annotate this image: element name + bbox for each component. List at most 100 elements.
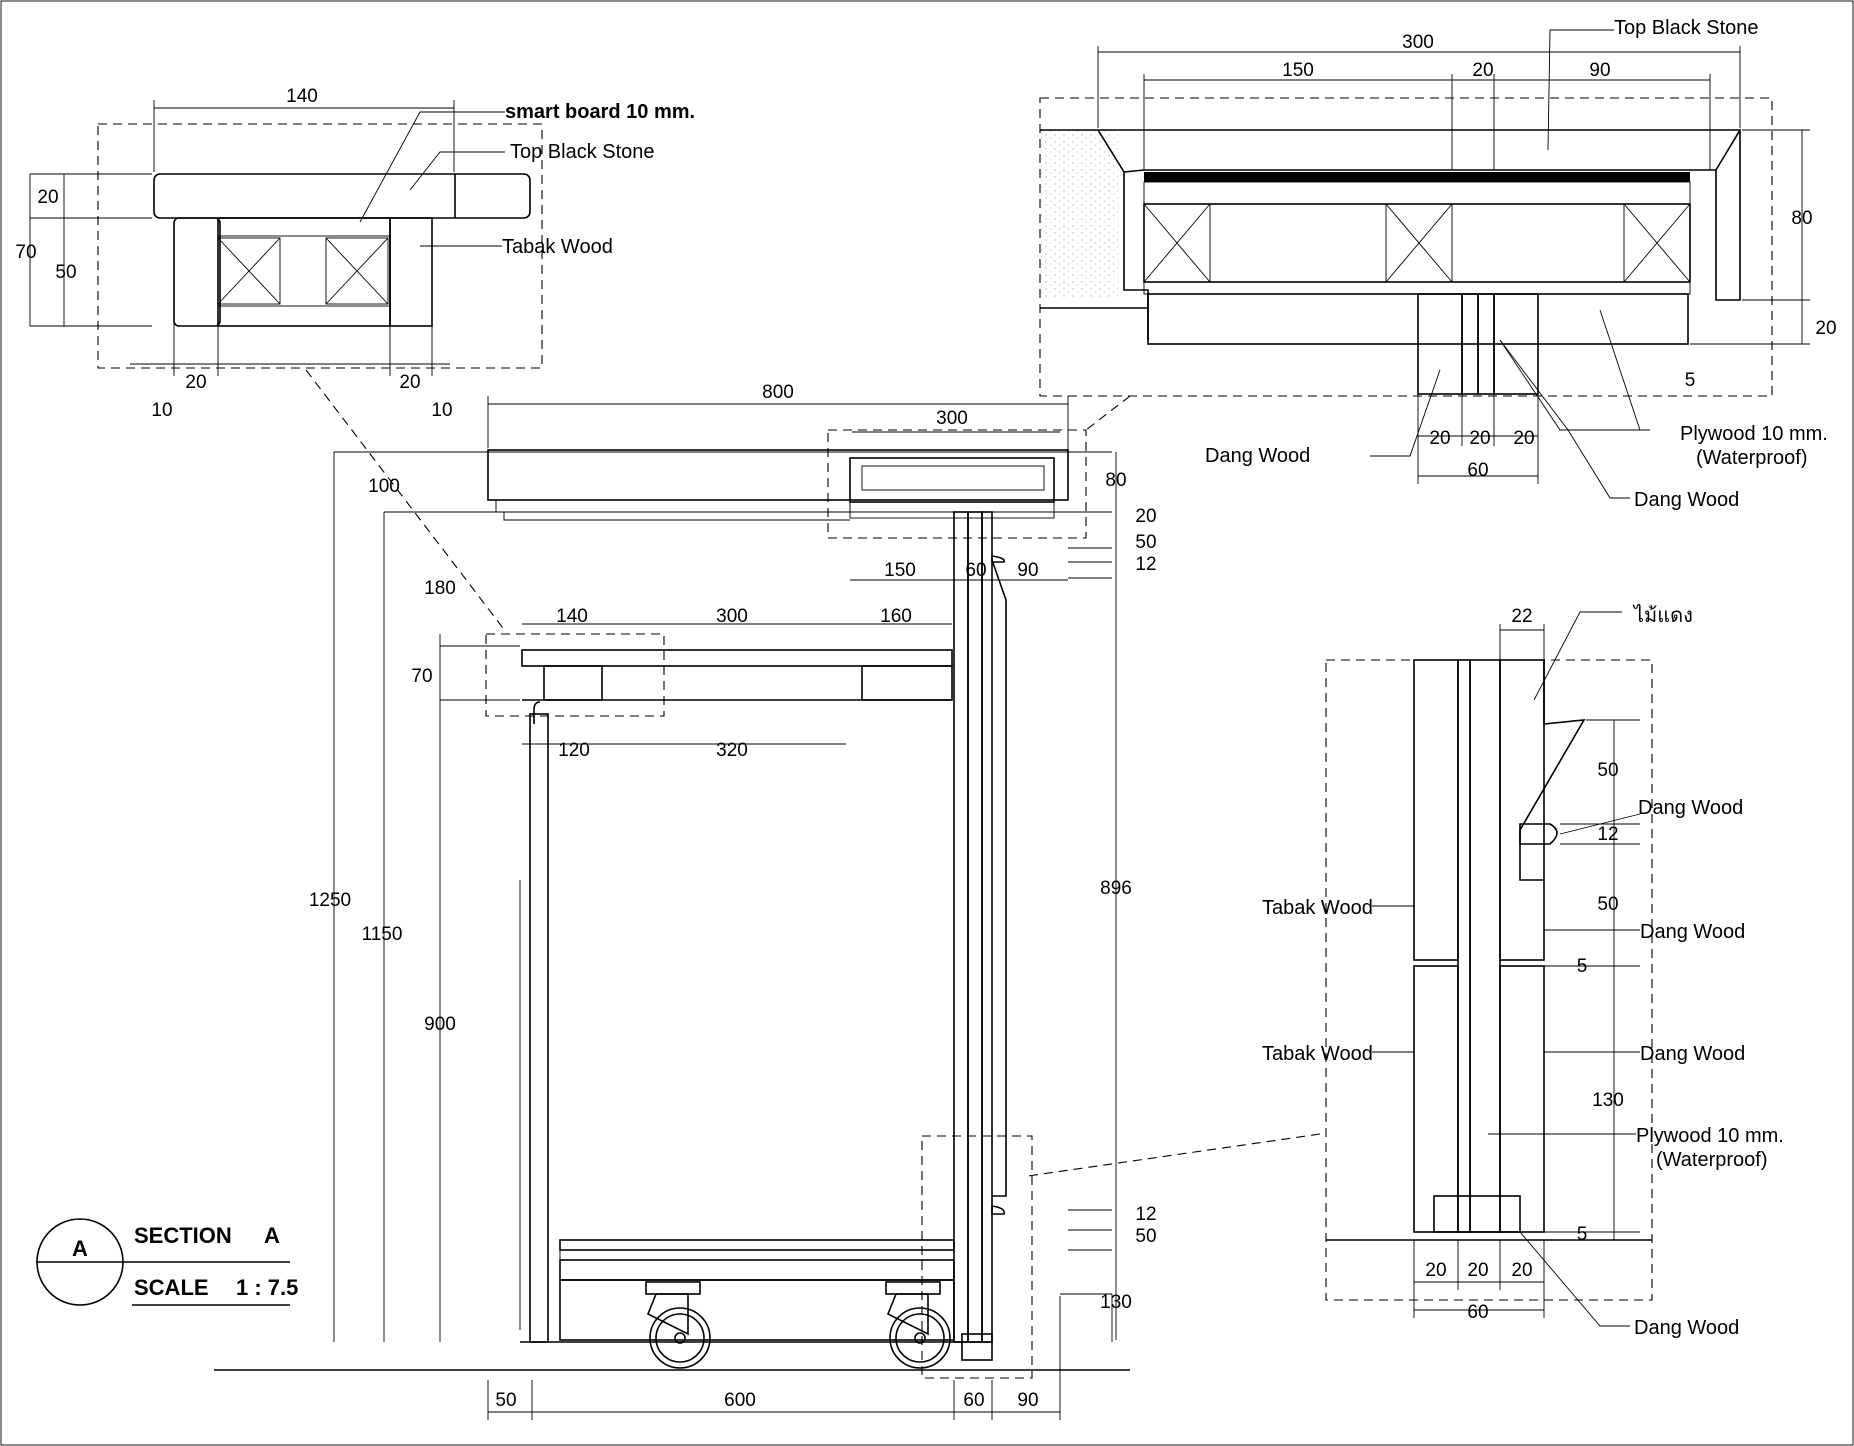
dim-label: 140 (556, 606, 588, 627)
dim-label: 12 (1135, 554, 1156, 575)
back-panel (967, 511, 983, 1343)
dim-label: 300 (1402, 32, 1434, 53)
label-tabak-wood: Tabak Wood (1262, 1043, 1373, 1065)
dim-label: 150 (1282, 60, 1314, 81)
dim-label: 1150 (362, 924, 403, 945)
dim-label: 10 (431, 400, 452, 421)
label-smart-board: smart board 10 mm. (505, 101, 695, 123)
label-waterproof: (Waterproof) (1696, 447, 1808, 469)
dim-label: 896 (1100, 878, 1132, 899)
dim-label: 10 (151, 400, 172, 421)
dim-label: 5 (1577, 1224, 1588, 1245)
dim-label: 600 (724, 1390, 756, 1411)
label-plywood: Plywood 10 mm. (1680, 423, 1828, 445)
label-top-black-stone: Top Black Stone (510, 141, 655, 163)
dim-label: 800 (762, 382, 794, 403)
detail-frame (1039, 97, 1773, 397)
dim-label: 50 (1597, 760, 1618, 781)
dim-label: 320 (716, 740, 748, 761)
callout-line (1085, 395, 1131, 431)
dim-label: 50 (1135, 532, 1156, 553)
dim-label: 12 (1135, 1204, 1156, 1225)
dim-label: 20 (1815, 318, 1836, 339)
label-tabak-wood: Tabak Wood (1262, 897, 1373, 919)
dim-label: 12 (1597, 824, 1618, 845)
stone-top (1098, 129, 1742, 173)
title-block: A SECTION A SCALE 1 : 7.5 (36, 1218, 298, 1306)
detail-shelf-edge: 140 20 70 50 20 10 20 10 smart board 10 … (15, 86, 695, 421)
label-waterproof: (Waterproof) (1656, 1149, 1768, 1171)
dim-label: 130 (1592, 1090, 1624, 1111)
dim-label: 60 (1467, 460, 1488, 481)
bottom-shelf (559, 1239, 955, 1251)
callout-line (305, 369, 507, 633)
label-dang-wood: Dang Wood (1640, 1043, 1745, 1065)
mid-shelf (521, 649, 953, 667)
dim-label: 1250 (309, 890, 351, 911)
dim-label: 70 (15, 242, 36, 263)
stone-top (153, 173, 531, 219)
dim-label: 180 (424, 578, 456, 599)
scale-label: SCALE (134, 1275, 209, 1300)
tabak-edge (389, 217, 433, 327)
dim-label: 300 (936, 408, 968, 429)
dim-label: 80 (1791, 208, 1812, 229)
dim-label: 5 (1685, 370, 1696, 391)
dim-label: 20 (37, 187, 58, 208)
dim-label: 20 (185, 372, 206, 393)
label-mai-daeng: ไม้แดง (1632, 604, 1693, 627)
dim-label: 22 (1511, 606, 1532, 627)
dim-label: 20 (1511, 1260, 1532, 1281)
dim-label: 300 (716, 606, 748, 627)
detail-back-panel: 22 50 12 50 5 130 5 20 20 20 60 ไม้แดง D… (1262, 604, 1784, 1339)
label-dang-wood: Dang Wood (1638, 797, 1743, 819)
dim-label: 50 (495, 1390, 516, 1411)
smart-board-strip (217, 217, 391, 237)
dim-label: 20 (1135, 506, 1156, 527)
dim-label: 20 (1429, 428, 1450, 449)
label-dang-wood: Dang Wood (1640, 921, 1745, 943)
dim-label: 120 (558, 740, 590, 761)
detail-frame (97, 123, 543, 369)
side-panel (529, 713, 549, 1343)
dim-label: 20 (1472, 60, 1493, 81)
label-dang-wood: Dang Wood (1634, 489, 1739, 511)
dim-label: 140 (286, 86, 318, 107)
dim-label: 50 (1135, 1226, 1156, 1247)
dim-label: 20 (1469, 428, 1490, 449)
callout-line (1027, 1133, 1321, 1177)
dim-label: 20 (1513, 428, 1534, 449)
dim-label: 60 (963, 1390, 984, 1411)
dim-label: 50 (55, 262, 76, 283)
dim-label: 90 (1017, 1390, 1038, 1411)
smart-board-strip (1144, 172, 1690, 182)
dim-label: 90 (1017, 560, 1038, 581)
detail-marker (921, 1135, 1033, 1379)
label-plywood: Plywood 10 mm. (1636, 1125, 1784, 1147)
dim-label: 50 (1597, 894, 1618, 915)
counter-top (487, 449, 1069, 501)
dim-label: 900 (424, 1014, 456, 1035)
dim-label: 160 (880, 606, 912, 627)
caster-wheel (645, 1281, 711, 1369)
detail-marker (827, 429, 1087, 539)
detail-marker (485, 633, 665, 717)
detail-frame (1325, 659, 1653, 1301)
label-top-black-stone: Top Black Stone (1614, 17, 1759, 39)
dim-label: 20 (1467, 1260, 1488, 1281)
caster-wheel (885, 1281, 951, 1369)
dim-label: 90 (1589, 60, 1610, 81)
scale-value: 1 : 7.5 (236, 1275, 298, 1300)
plywood-core (1469, 659, 1501, 1233)
section-id: A (264, 1223, 280, 1248)
dim-label: 20 (399, 372, 420, 393)
label-tabak-wood: Tabak Wood (502, 236, 613, 258)
section-label: SECTION (134, 1223, 232, 1248)
section-letter: A (72, 1236, 88, 1261)
main-dimensions: 800 300 80 20 50 12 150 60 90 100 180 14… (309, 382, 1157, 1420)
main-section (214, 429, 1130, 1379)
dim-label: 70 (411, 666, 432, 687)
label-dang-wood: Dang Wood (1205, 445, 1310, 467)
